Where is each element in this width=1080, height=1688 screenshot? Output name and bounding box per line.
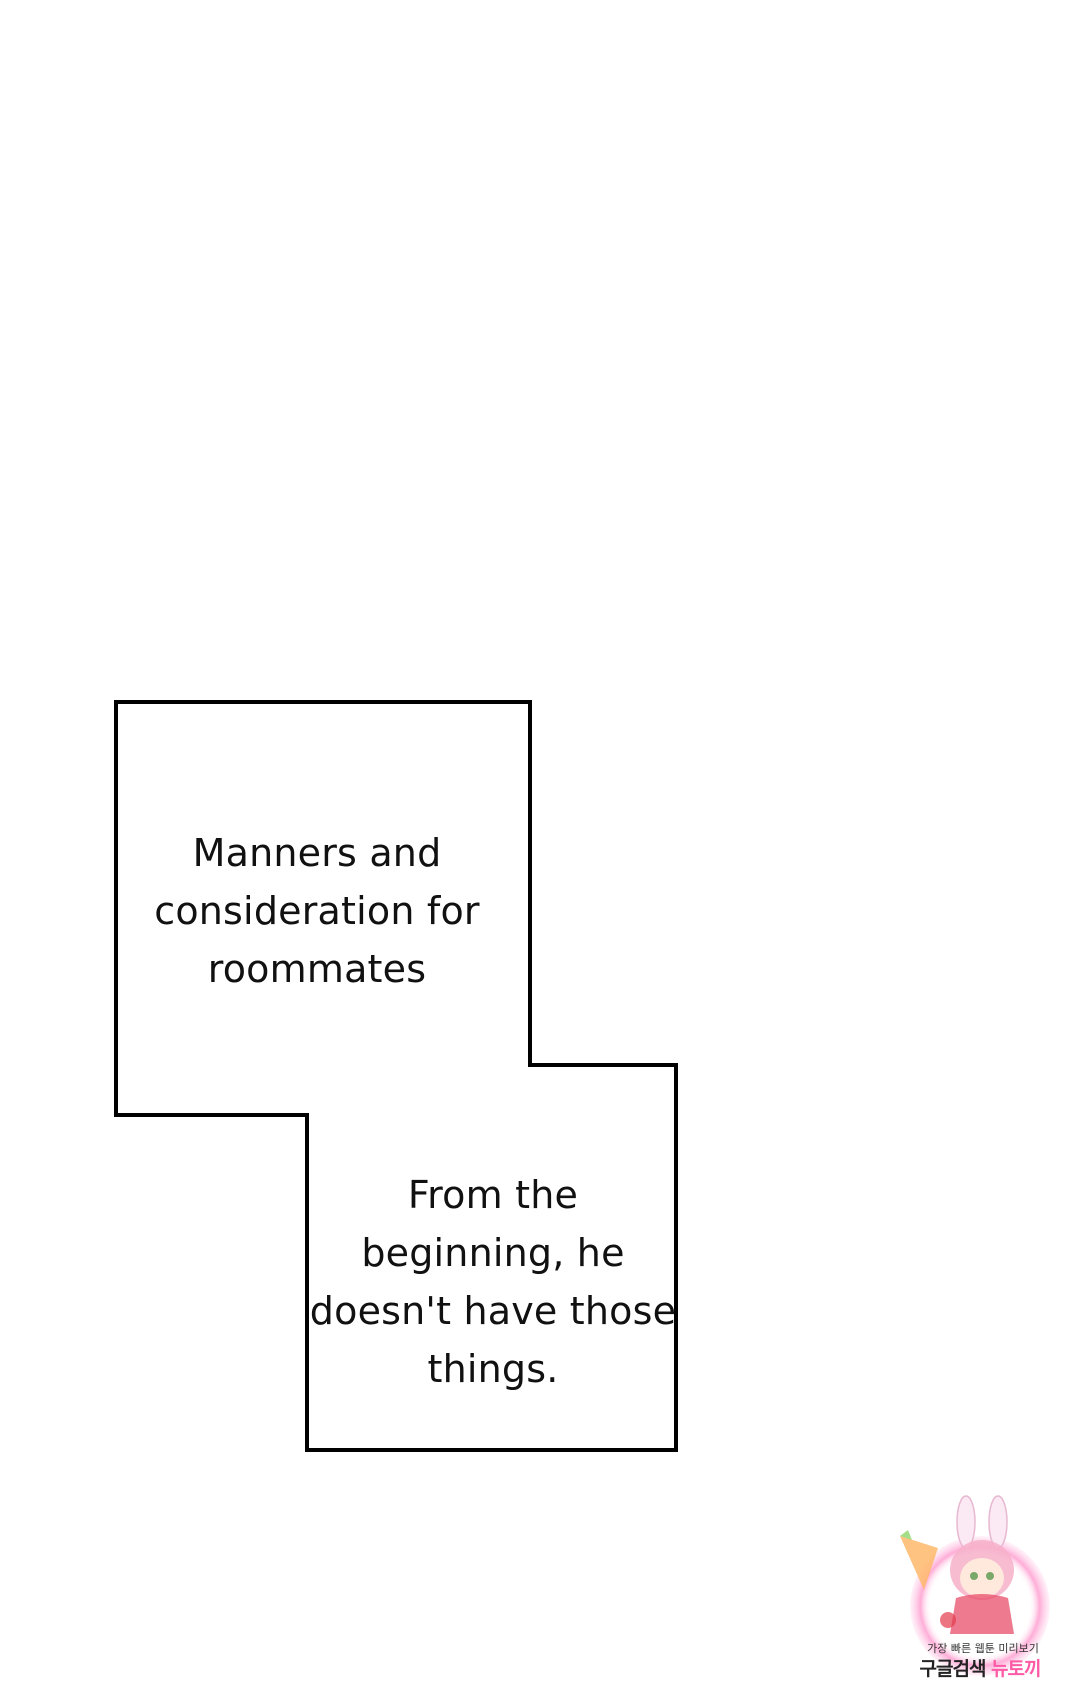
watermark-search-label: 구글검색 <box>919 1658 987 1680</box>
watermark-site-name: 구글검색 뉴토끼 <box>900 1654 1060 1681</box>
caption-box-1: Manners and consideration for roommates <box>132 824 502 998</box>
watermark-logo-icon <box>900 1495 1050 1676</box>
caption-line: Manners and <box>192 831 442 875</box>
watermark-tagline: 가장 빠른 웹툰 미리보기 <box>927 1642 1039 1655</box>
caption-line: beginning, he <box>361 1231 625 1275</box>
caption-line: consideration for <box>154 889 480 933</box>
caption-line: roommates <box>207 947 427 991</box>
caption-box-2: From the beginning, he doesn't have thos… <box>308 1166 678 1398</box>
caption-line: things. <box>427 1347 559 1391</box>
caption-line: doesn't have those <box>309 1289 677 1333</box>
caption-line: From the <box>407 1173 579 1217</box>
watermark-brand: 뉴토끼 <box>991 1658 1041 1680</box>
